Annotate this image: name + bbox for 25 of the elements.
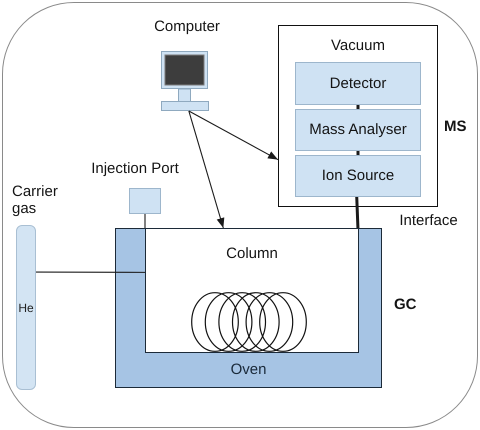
module-box [295,155,421,197]
oven-box [115,228,382,388]
module-box [295,62,421,105]
connector-line [356,151,360,155]
connector-line [355,196,360,228]
connector-line [144,214,146,228]
side-label: MS [444,118,466,136]
box-label: Column [226,245,278,263]
heading-label: Carrier gas [12,183,59,217]
box-label: Detector [330,74,386,92]
connector-line [356,105,360,109]
box-label: Ion Source [322,167,394,185]
connector-line [36,271,145,273]
heading-label: Computer [154,18,220,36]
arrow [188,110,224,228]
module-box [295,109,421,151]
arrow [188,110,278,160]
vacuum-chamber-box [278,25,438,207]
side-label: GC [394,296,416,314]
box-label: He [18,300,34,314]
box-label: Oven [230,360,266,378]
column-box [145,228,359,353]
box-label: Mass Analyser [309,121,407,139]
box-label: Vacuum [331,37,385,55]
heading-label: Injection Port [91,160,179,178]
